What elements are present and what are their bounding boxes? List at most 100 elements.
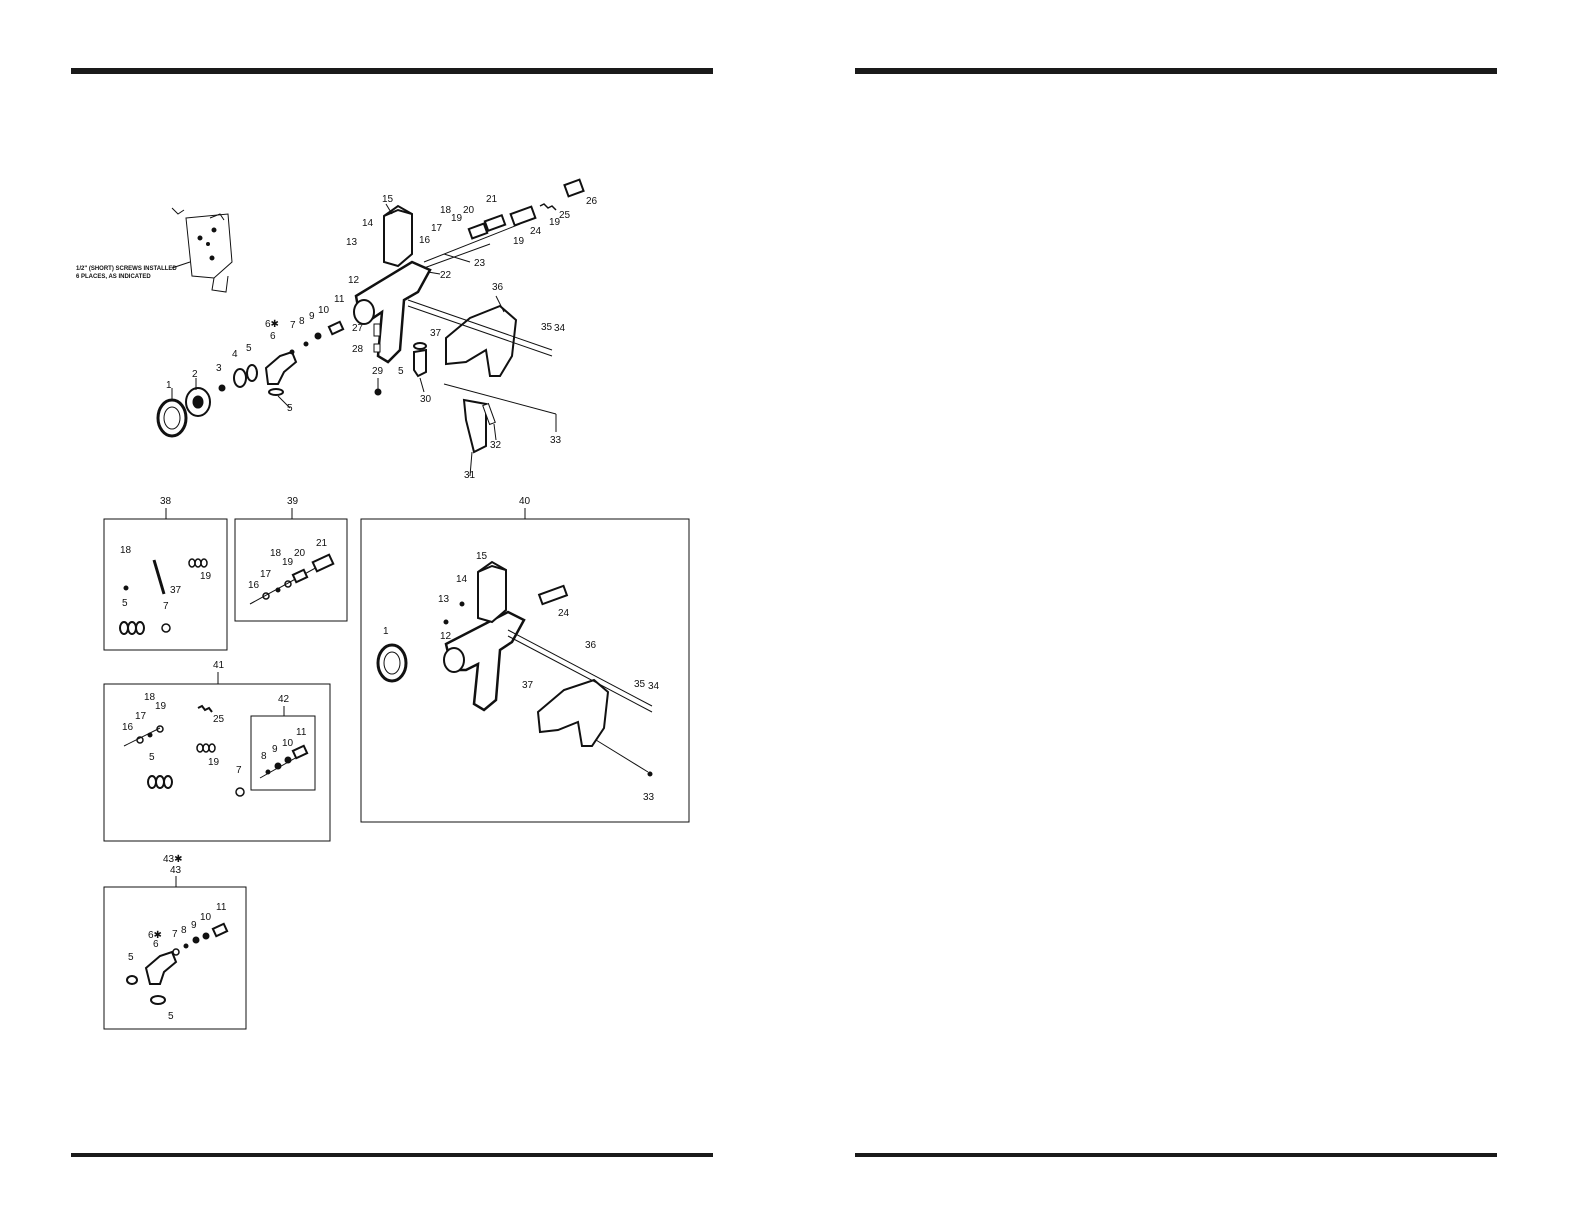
callout-33: 33 (550, 435, 562, 446)
kit-39-parts (249, 553, 335, 605)
note-line-2: 6 PLACES, AS INDICATED (76, 274, 151, 280)
kit-41-callout-7: 7 (236, 765, 242, 776)
callout-17: 17 (431, 223, 443, 234)
main-callouts: 1 2 3 4 5 5 5 6 6✱ 7 8 9 10 11 12 13 14 … (166, 194, 598, 481)
callout-19b: 19 (513, 236, 525, 247)
callout-23: 23 (474, 258, 486, 269)
callout-35: 35 (541, 322, 553, 333)
callout-13: 13 (346, 237, 358, 248)
callout-34: 34 (554, 323, 566, 334)
kit-43-callout-7: 7 (172, 929, 178, 940)
kit-41-parts (123, 704, 245, 797)
callout-19a: 19 (451, 213, 463, 224)
kit-39-callout-21: 21 (316, 538, 328, 549)
callout-19c: 19 (549, 217, 561, 228)
kit-39-callout-17: 17 (260, 569, 272, 580)
kit-43-callout-5a: 5 (128, 952, 134, 963)
note-line-1: 1/2" (SHORT) SCREWS INSTALLED (76, 266, 177, 272)
kit-39-title: 39 (287, 496, 299, 507)
callout-5c: 5 (398, 366, 404, 377)
kit-43-callout-11: 11 (216, 902, 227, 913)
kit-40-callout-37: 37 (522, 680, 534, 691)
kit-43-callout-8: 8 (181, 925, 187, 936)
main-gun-assembly (156, 178, 585, 477)
kit-38-title: 38 (160, 496, 172, 507)
callout-32: 32 (490, 440, 502, 451)
kit-40-callout-14: 14 (456, 574, 468, 585)
kit-39-callout-19: 19 (282, 557, 294, 568)
callout-2: 2 (192, 369, 198, 380)
callout-6-star: 6✱ (265, 319, 279, 330)
kit-42-box (250, 715, 316, 791)
left-page-top-rule (71, 68, 713, 74)
kit-41-callout-19b: 19 (208, 757, 220, 768)
right-page-bottom-rule (855, 1153, 1497, 1157)
kit-41-title: 41 (213, 660, 225, 671)
callout-7: 7 (290, 320, 296, 331)
callout-21: 21 (486, 194, 498, 205)
kit-39-callout-18: 18 (270, 548, 282, 559)
kit-43-title-star: 43✱ (163, 854, 183, 865)
kit-42-labels: 42 8 9 10 11 (261, 694, 307, 762)
kit-41-callout-18: 18 (144, 692, 156, 703)
kit-43-callout-10: 10 (200, 912, 212, 923)
kit-38-callout-19: 19 (200, 571, 212, 582)
kit-43-labels: 43✱ 43 5 6✱ 6 7 8 9 10 11 5 (128, 854, 227, 1022)
kit-40-callout-36: 36 (585, 640, 597, 651)
kit-40-callout-34: 34 (648, 681, 660, 692)
callout-29: 29 (372, 366, 384, 377)
callout-12: 12 (348, 275, 360, 286)
kit-38-callout-18: 18 (120, 545, 132, 556)
inset-handle-sketch (171, 207, 233, 293)
callout-5a: 5 (246, 343, 252, 354)
kit-43-box (103, 886, 247, 1030)
kit-40-callout-1: 1 (383, 626, 389, 637)
kit-43-callout-9: 9 (191, 920, 197, 931)
callout-28: 28 (352, 344, 364, 355)
kit-40-parts (376, 560, 653, 777)
kit-42-title: 42 (278, 694, 290, 705)
callout-25: 25 (559, 210, 571, 221)
kit-38-parts (119, 558, 208, 635)
kit-41-box (103, 683, 331, 842)
callout-24: 24 (530, 226, 542, 237)
kit-41-callout-16: 16 (122, 722, 134, 733)
callout-11: 11 (334, 294, 345, 305)
kit-39-callout-20: 20 (294, 548, 306, 559)
kit-43-callout-6-star: 6✱ (148, 930, 162, 941)
kit-41-callout-19a: 19 (155, 701, 167, 712)
kit-38-callout-5: 5 (122, 598, 128, 609)
callout-37: 37 (430, 328, 442, 339)
kit-40-callout-35: 35 (634, 679, 646, 690)
callout-18: 18 (440, 205, 452, 216)
callout-22: 22 (440, 270, 452, 281)
kit-39-box (234, 518, 348, 622)
kit-40-callout-12: 12 (440, 631, 452, 642)
callout-36: 36 (492, 282, 504, 293)
callout-1: 1 (166, 380, 172, 391)
kit-38-labels: 38 18 37 19 5 7 (120, 496, 212, 612)
callout-27: 27 (352, 323, 364, 334)
kit-39-callout-16: 16 (248, 580, 260, 591)
kit-38-callout-7: 7 (163, 601, 169, 612)
kit-42-callout-9: 9 (272, 744, 278, 755)
kit-40-callout-15: 15 (476, 551, 488, 562)
callout-5b: 5 (287, 403, 293, 414)
kit-40-callout-24: 24 (558, 608, 570, 619)
kit-38-callout-37: 37 (170, 585, 182, 596)
kit-43-title: 43 (170, 865, 182, 876)
kit-40-box (360, 518, 690, 823)
callout-9: 9 (309, 311, 315, 322)
kit-39-labels: 39 16 17 18 19 20 21 (248, 496, 328, 591)
callout-20: 20 (463, 205, 475, 216)
callout-15: 15 (382, 194, 394, 205)
callout-10: 10 (318, 305, 330, 316)
kit-43-callout-6: 6 (153, 939, 159, 950)
callout-30: 30 (420, 394, 432, 405)
kit-40-title: 40 (519, 496, 531, 507)
callout-8: 8 (299, 316, 305, 327)
kit-40-callout-33: 33 (643, 792, 655, 803)
kit-42-parts (259, 744, 309, 779)
kit-43-parts (126, 922, 229, 1005)
